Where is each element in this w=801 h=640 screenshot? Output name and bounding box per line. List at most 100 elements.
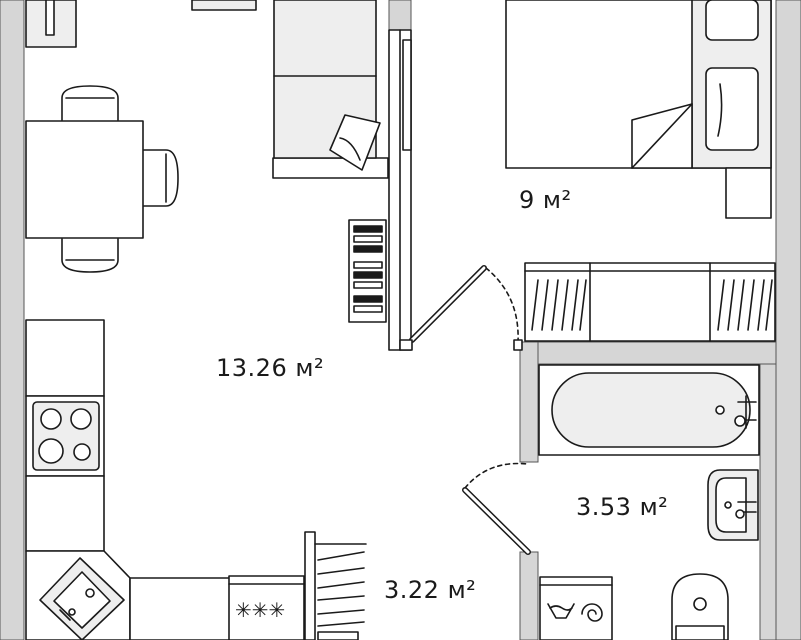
stove-icon (32, 401, 100, 471)
toilet-flush (693, 597, 707, 611)
washbasin-drain (724, 501, 732, 509)
bathtub-icon (538, 364, 760, 456)
counter-upper (25, 319, 105, 397)
sofa-icon (191, 0, 389, 179)
sofa-base (272, 157, 389, 179)
sink-tap (85, 588, 95, 598)
door-jamb (513, 339, 523, 351)
counter-bottom (129, 577, 231, 640)
wall-bedroom-bath (519, 341, 777, 365)
w-hanger-r1 (717, 279, 725, 331)
w-hanger-r6 (765, 279, 773, 331)
wardrobe-hangers-right (717, 279, 773, 331)
w-hanger-r4 (747, 279, 755, 331)
burner-2 (70, 408, 92, 430)
shelf-book-4 (353, 261, 383, 269)
shelf-book-2 (353, 235, 383, 243)
burner-3 (38, 438, 64, 464)
hob-icon: ✳✳✳ (228, 575, 305, 640)
shelf-book-8 (353, 305, 383, 313)
shelf-book-3 (353, 245, 383, 253)
bedroom-wardrobe-icon (524, 262, 776, 342)
hanger-5 (317, 609, 365, 615)
door-icon (399, 265, 523, 351)
wall-partition-top (388, 0, 412, 31)
w-hanger-l6 (579, 279, 587, 331)
hanger-3 (317, 581, 365, 589)
toilet-tank (675, 625, 725, 640)
pillow-1 (705, 0, 759, 41)
wardrobe-item (317, 631, 359, 640)
bed-blanket-fold (631, 103, 693, 169)
w-hanger-r2 (727, 279, 735, 331)
hanger-4 (317, 595, 365, 601)
toilet-icon (671, 573, 729, 640)
hanger-6 (317, 621, 365, 627)
bathroom-door-icon (462, 462, 531, 555)
shelf-book-6 (353, 281, 383, 289)
w-hanger-l4 (561, 279, 569, 331)
washbasin-knob (735, 509, 745, 519)
w-hanger-l3 (551, 279, 559, 331)
w-hanger-r3 (737, 279, 745, 331)
hob-body (228, 575, 305, 640)
sofa-cushion-fold (339, 137, 361, 161)
pillow-2 (705, 67, 759, 151)
w-hanger-r5 (757, 279, 765, 331)
room-area-bedroom: 9 м² (519, 186, 572, 214)
bed-icon (505, 0, 772, 219)
door-swing (485, 267, 519, 343)
chair-right (143, 149, 179, 207)
pillow-2-crease (717, 83, 723, 137)
bathtub-drain (715, 405, 725, 415)
washer-tub-symbol (547, 603, 575, 619)
kitchen-sink-icon (39, 557, 125, 640)
nightstand (725, 167, 772, 219)
hanger-1 (317, 551, 365, 561)
sink-inner (53, 571, 111, 629)
washing-machine-icon (539, 576, 613, 640)
wardrobe-frame (524, 262, 776, 342)
wardrobe-side (304, 531, 316, 640)
sofa-cushion (329, 114, 381, 171)
hanger-2 (317, 567, 365, 575)
bath-door-swing (464, 462, 529, 489)
washer-spiral-symbol (581, 603, 603, 622)
room-area-hallway: 3.22 м² (384, 576, 477, 604)
dining-table-icon (25, 85, 179, 273)
shelf-book-7 (353, 295, 383, 303)
cabinet-icon (25, 0, 77, 48)
partition-wall (388, 29, 412, 351)
wall-bath-right (759, 363, 777, 640)
partition-window (402, 39, 412, 151)
bathtub-inner (551, 372, 751, 448)
counter-lower (25, 475, 105, 552)
wall-right-outer (775, 0, 801, 640)
chair-bottom (61, 238, 119, 273)
burner-1 (40, 408, 62, 430)
room-area-bathroom: 3.53 м² (576, 493, 669, 521)
door-jamb-left (399, 339, 413, 351)
shelf-book-5 (353, 271, 383, 279)
wall-bath-left-top (519, 341, 539, 463)
chair-top (61, 85, 119, 121)
w-hanger-l5 (571, 279, 579, 331)
hob-marks: ✳✳✳ (235, 598, 285, 622)
wall-left-outer (0, 0, 25, 640)
sink-drain-hole (68, 608, 76, 616)
w-hanger-l1 (531, 279, 539, 331)
bathtub-faucet-knob (734, 415, 746, 427)
cabinet-handle (45, 0, 55, 36)
w-hanger-l2 (541, 279, 549, 331)
wardrobe-hangers-left (531, 279, 587, 331)
bath-door-leaf-inner (463, 488, 530, 554)
door-leaf-inner (410, 266, 486, 342)
table-top (25, 120, 144, 239)
burner-4 (73, 443, 91, 461)
wall-bath-left-bottom (519, 551, 539, 640)
sofa-arm (191, 0, 257, 11)
wardrobe-icon (304, 531, 367, 640)
shelf-icon (348, 219, 387, 323)
